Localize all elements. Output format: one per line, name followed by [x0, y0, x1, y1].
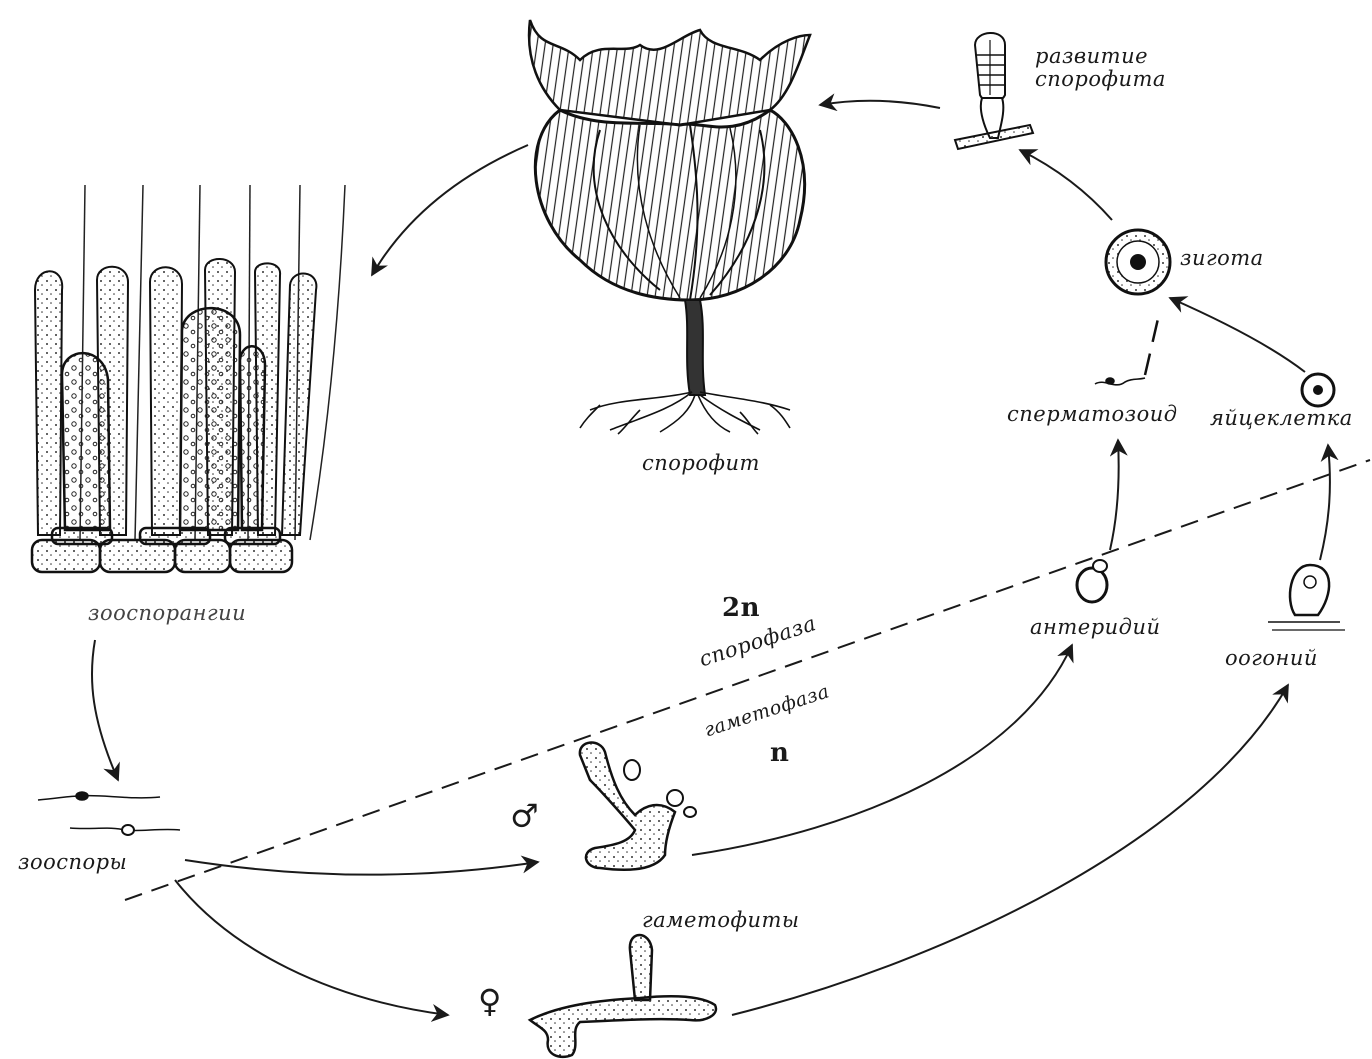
zygote-label: зигота [1180, 248, 1264, 269]
oogonium-icon [1268, 565, 1345, 630]
female-gametophyte-icon [530, 935, 716, 1057]
kelp-sporophyte-icon [529, 20, 810, 434]
egg-cell-label: яйцеклетка [1210, 408, 1353, 429]
egg-cell-icon [1302, 374, 1334, 406]
arrow-zoosporangia-to-zoospores [92, 640, 118, 780]
arrow-sporophyte-to-zoosporangia [372, 145, 528, 275]
zoosporangia-label: зооспорангии [88, 603, 246, 624]
arrow-female-to-oogonium [732, 685, 1288, 1015]
zoospores-label: зооспоры [18, 852, 127, 873]
oogonium-label: оогоний [1225, 648, 1318, 669]
antheridium-icon [1077, 560, 1107, 602]
fertilization-dash [1145, 310, 1160, 375]
spermatozoid-icon [1095, 378, 1145, 385]
male-symbol: ♂ [510, 800, 539, 832]
arrow-egg-to-zygote [1170, 298, 1305, 372]
antheridium-label: антеридий [1030, 617, 1161, 638]
gametophytes-label: гаметофиты [642, 910, 800, 931]
arrow-zygote-to-development [1020, 150, 1112, 220]
sporophyte-label: спорофит [642, 453, 760, 474]
arrow-zoospores-to-male [185, 860, 538, 875]
zygote-cell-icon [1106, 230, 1170, 294]
female-symbol: ♀ [478, 985, 502, 1017]
arrow-antheridium-to-sperm [1110, 440, 1119, 550]
arrow-zoospores-to-female [175, 880, 448, 1015]
gametophase-ploidy-label: n [770, 740, 789, 766]
arrow-male-to-antheridium [692, 645, 1072, 855]
male-gametophyte-icon [580, 743, 696, 870]
arrow-development-to-sporophyte [820, 101, 940, 108]
spermatozoid-label: сперматозоид [1007, 404, 1178, 425]
arrow-oogonium-to-egg [1320, 445, 1330, 560]
sporophase-ploidy-label: 2n [722, 595, 760, 621]
zoospores-icon [38, 792, 180, 835]
zoosporangia-tissue-icon [32, 185, 345, 572]
young-sporophyte-icon [955, 33, 1033, 149]
sporophyte-development-label: развитие спорофита [1035, 45, 1166, 91]
